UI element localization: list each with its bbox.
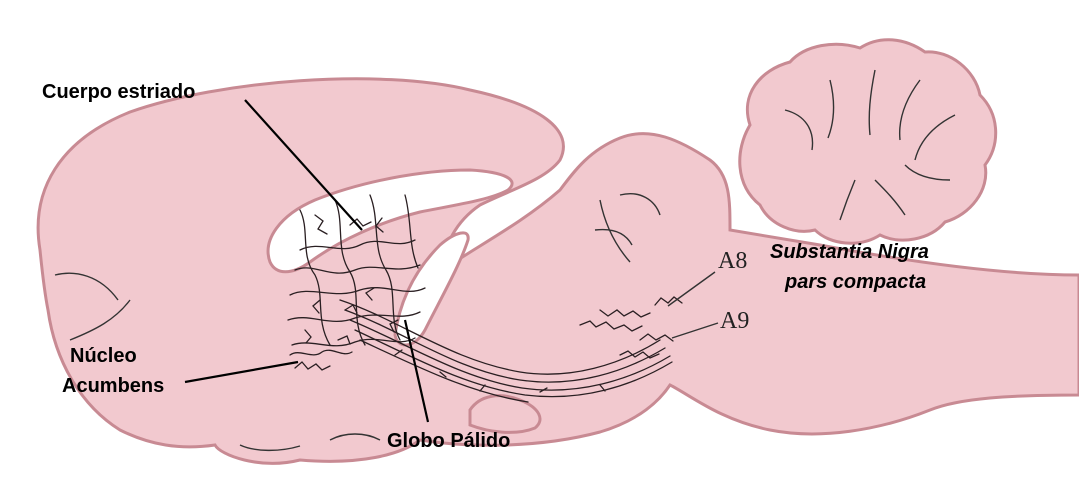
label-accumbens-line2: Acumbens [62, 375, 164, 397]
label-striatum: Cuerpo estriado [42, 81, 195, 103]
label-a9: A9 [720, 308, 749, 334]
label-snc-line1: Substantia Nigra [770, 241, 929, 263]
label-a8: A8 [718, 248, 747, 274]
label-accumbens-line1: Núcleo [70, 345, 137, 367]
label-globus-pallidus: Globo Pálido [387, 430, 510, 452]
cerebellum [740, 40, 996, 244]
label-snc-line2: pars compacta [784, 271, 926, 293]
